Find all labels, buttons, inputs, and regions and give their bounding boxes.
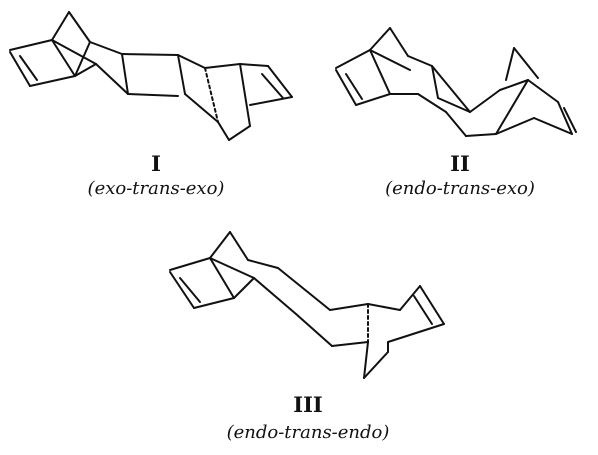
structure-i-caption: (exo-trans-exo) — [87, 178, 225, 199]
structure-ii-drawing — [335, 27, 577, 137]
structure-i-drawing — [9, 11, 293, 141]
structure-iii-drawing — [169, 231, 445, 379]
structure-ii-numeral: II — [450, 151, 470, 176]
structure-i-numeral: I — [151, 151, 161, 176]
structure-iii-caption: (endo-trans-endo) — [226, 422, 390, 443]
structure-ii-caption: (endo-trans-exo) — [385, 178, 535, 199]
structure-iii-numeral: III — [293, 392, 323, 417]
